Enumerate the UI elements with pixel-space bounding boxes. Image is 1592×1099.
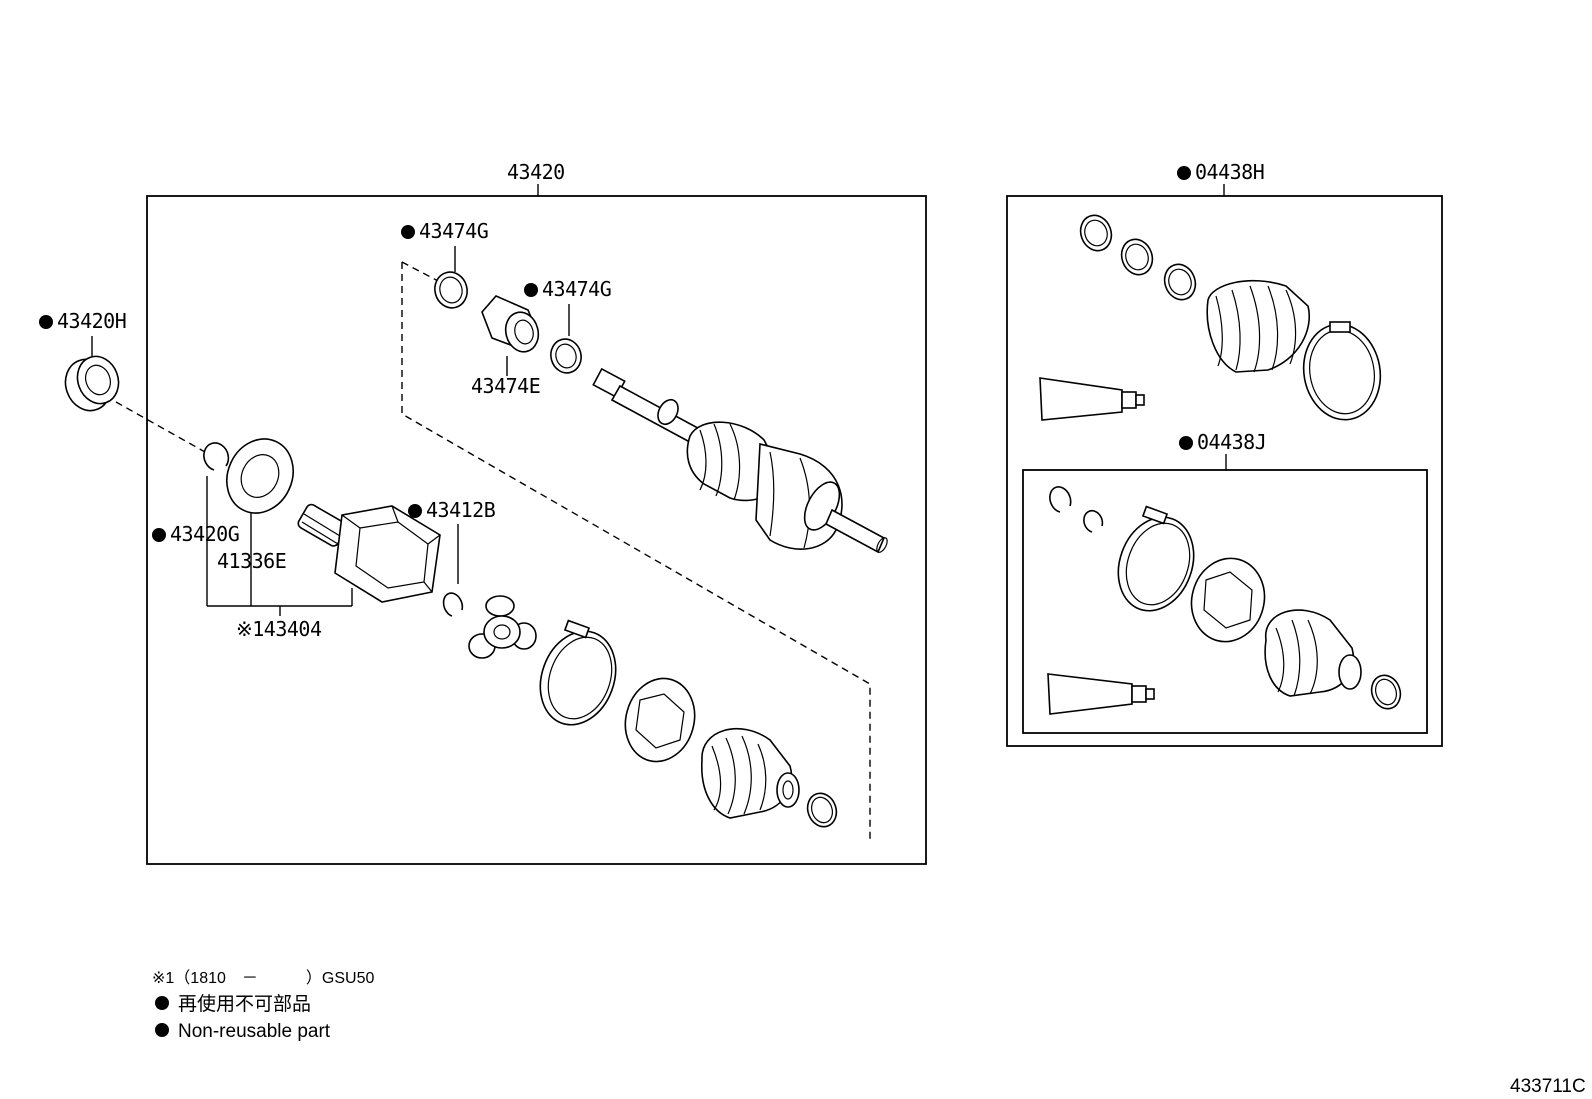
kit-j-spacer-part bbox=[1190, 557, 1266, 643]
kit-j-large-clamp-part bbox=[1117, 505, 1195, 612]
label-43474g-lower: 43474G bbox=[542, 277, 611, 301]
label-43412b: 43412B bbox=[426, 498, 496, 522]
label-43420: 43420 bbox=[507, 160, 565, 184]
non-reusable-dot bbox=[39, 315, 53, 329]
figure-code: 433711C bbox=[1510, 1076, 1586, 1097]
drive-shaft-assembly-part bbox=[592, 367, 888, 554]
legend-dot-jp bbox=[155, 996, 169, 1010]
inner-spacer-part bbox=[624, 677, 696, 763]
label-43420h: 43420H bbox=[57, 309, 126, 333]
legend-non-reusable-en: Non-reusable part bbox=[178, 1021, 331, 1042]
kit-j-snap-ring-1-part bbox=[1049, 486, 1072, 513]
kit-frame-outer bbox=[1006, 195, 1443, 747]
footnote-applicability: ※1（1810 － ）GSU50 bbox=[152, 969, 374, 987]
label-43420g: 43420G bbox=[170, 522, 239, 546]
tripod-spider-part bbox=[468, 595, 537, 659]
legend-dot-en bbox=[155, 1023, 169, 1037]
kit-outer-boot-part bbox=[1206, 279, 1310, 373]
kit-j-snap-ring-2-part bbox=[1083, 509, 1104, 533]
clamp-43474g-upper-part bbox=[434, 271, 468, 309]
kit-clamp-1-part bbox=[1079, 214, 1113, 252]
circlip-part bbox=[442, 592, 464, 617]
non-reusable-dot bbox=[524, 283, 538, 297]
label-41336e: 41336E bbox=[217, 549, 286, 573]
boot-clamp-small-part bbox=[806, 792, 838, 828]
inner-joint-housing-part bbox=[297, 503, 441, 603]
label-04438h: 04438H bbox=[1195, 160, 1264, 184]
label-43474e: 43474E bbox=[471, 374, 540, 398]
grease-tube-part bbox=[1039, 377, 1145, 421]
clamp-43474g-lower-part bbox=[550, 338, 582, 374]
kit-clamp-2-part bbox=[1120, 238, 1154, 276]
inner-boot-part bbox=[701, 727, 800, 819]
non-reusable-dot bbox=[401, 225, 415, 239]
kit-j-grease-tube-part bbox=[1047, 673, 1155, 715]
non-reusable-dot bbox=[408, 504, 422, 518]
kit-large-clamp-part bbox=[1302, 321, 1382, 421]
kit-j-inner-boot-part bbox=[1264, 609, 1362, 697]
non-reusable-dot bbox=[1179, 436, 1193, 450]
snap-ring-part bbox=[203, 442, 230, 471]
legend-non-reusable-jp: 再使用不可部品 bbox=[178, 993, 311, 1015]
kit-j-small-clamp-part bbox=[1370, 674, 1402, 710]
oil-seal-part bbox=[64, 355, 120, 412]
assembly-frame bbox=[146, 195, 927, 865]
label-43404: ※143404 bbox=[236, 617, 322, 641]
label-43474g-upper: 43474G bbox=[419, 219, 488, 243]
damper-43474e-part bbox=[481, 295, 540, 353]
boot-clamp-large-part bbox=[539, 619, 617, 726]
label-04438j: 04438J bbox=[1197, 430, 1266, 454]
non-reusable-dot bbox=[152, 528, 166, 542]
kit-clamp-3-part bbox=[1163, 263, 1197, 301]
washer-part bbox=[226, 438, 294, 514]
kit-frame-inner bbox=[1022, 469, 1428, 734]
non-reusable-dot bbox=[1177, 166, 1191, 180]
